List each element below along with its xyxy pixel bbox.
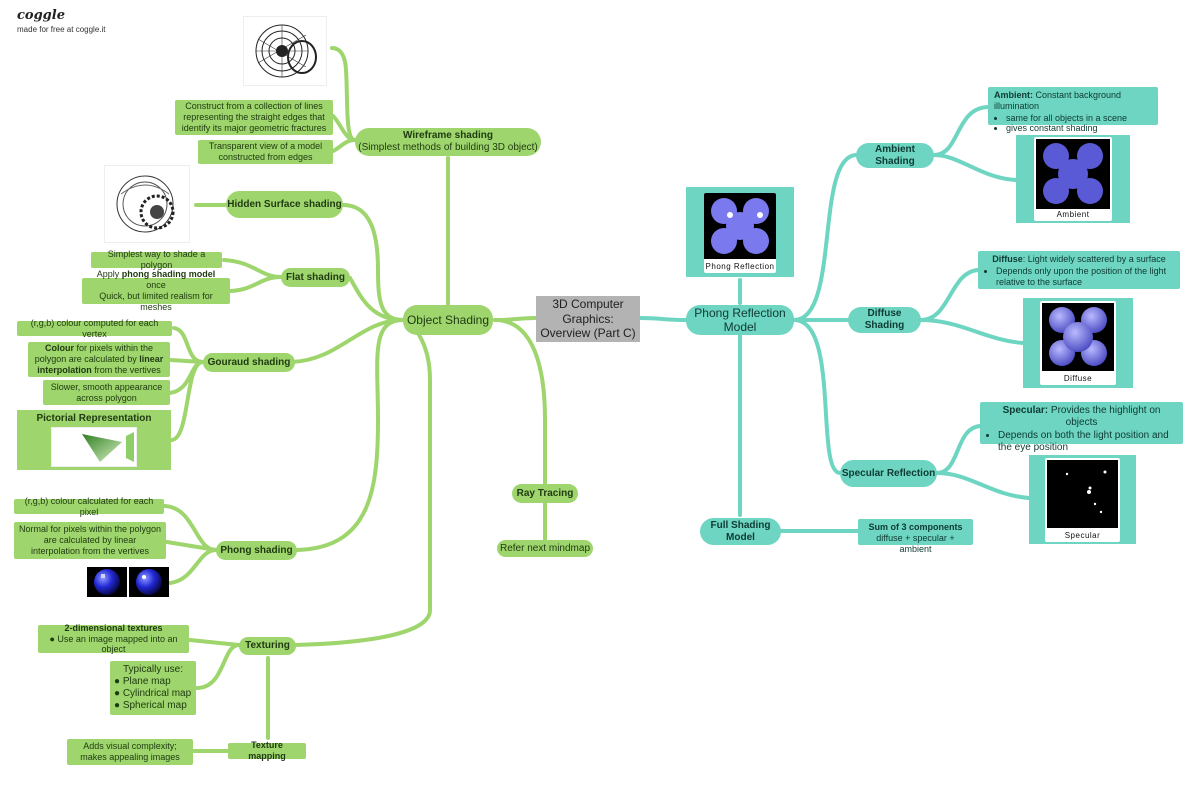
phong-reflection-image-frame: Phong Reflection <box>686 187 794 277</box>
pictorial-image <box>51 427 137 467</box>
coggle-logo[interactable]: coggle <box>17 8 65 23</box>
refer-next-node[interactable]: Refer next mindmap <box>497 540 593 557</box>
hidden-surface-image <box>104 165 190 243</box>
refer-next-label: Refer next mindmap <box>499 542 591 554</box>
ambient-caption: Ambient <box>1056 210 1090 219</box>
specular-image-frame: Specular <box>1029 455 1136 544</box>
two-d-textures-box[interactable]: 2-dimensional textures ● Use an image ma… <box>38 623 189 654</box>
specular-reflection-node[interactable]: Specular Reflection <box>840 460 937 487</box>
coggle-tagline[interactable]: made for free at coggle.it <box>17 25 106 34</box>
ray-tracing-label: Ray Tracing <box>516 487 574 499</box>
pictorial-representation-box[interactable]: Pictorial Representation <box>17 410 171 470</box>
hidden-surface-node[interactable]: Hidden Surface shading <box>226 191 343 218</box>
texture-mapping-node[interactable]: Texture mapping <box>228 740 306 761</box>
diffuse-caption: Diffuse <box>1063 374 1093 383</box>
wireframe-note-1[interactable]: Construct from a collection of lines rep… <box>175 100 333 135</box>
diffuse-blob-svg <box>1042 303 1114 371</box>
wireframe-node[interactable]: Wireframe shading (Simplest methods of b… <box>355 128 541 156</box>
full-shading-model-label: Full Shading Model <box>710 519 771 543</box>
phong-shading-label: Phong shading <box>220 544 293 556</box>
ambient-shading-node[interactable]: Ambient Shading <box>856 143 934 168</box>
ambient-description[interactable]: Ambient: Constant background illuminatio… <box>988 87 1158 133</box>
flat-shading-label: Flat shading <box>286 271 345 283</box>
ambient-image-frame: Ambient <box>1016 135 1130 223</box>
phong-reflection-model-node[interactable]: Phong Reflection Model <box>686 305 794 335</box>
ambient-shading-label: Ambient Shading <box>875 143 915 167</box>
texture-mapping-note[interactable]: Adds visual complexity; makes appealing … <box>67 739 193 765</box>
specular-reflection-label: Specular Reflection <box>841 467 936 479</box>
flat-shading-node[interactable]: Flat shading <box>281 268 350 287</box>
wireframe-note-2[interactable]: Transparent view of a model constructed … <box>198 140 333 164</box>
full-shading-model-node[interactable]: Full Shading Model <box>700 518 781 545</box>
pictorial-label: Pictorial Representation <box>36 413 152 424</box>
center-node[interactable]: 3D Computer Graphics: Overview (Part C) <box>536 296 640 342</box>
texturing-label: Texturing <box>245 640 290 651</box>
specular-item: Depends on both the light position and t… <box>998 430 1177 454</box>
phong-shading-node[interactable]: Phong shading <box>216 541 297 560</box>
sum-components-box[interactable]: Sum of 3 components diffuse + specular +… <box>858 519 973 554</box>
ray-tracing-node[interactable]: Ray Tracing <box>512 484 578 503</box>
gouraud-node[interactable]: Gouraud shading <box>203 353 295 372</box>
gouraud-note-1[interactable]: (r,g,b) colour computed for each vertex <box>17 318 172 339</box>
phong-note-2[interactable]: Normal for pixels within the polygon are… <box>14 522 166 559</box>
gouraud-note-2[interactable]: Colour for pixels within the polygon are… <box>28 342 170 377</box>
flat-note-1[interactable]: Simplest way to shade a polygon <box>91 249 222 270</box>
hidden-surface-label: Hidden Surface shading <box>227 198 342 210</box>
wireframe-subtitle: (Simplest methods of building 3D object) <box>358 142 538 153</box>
ambient-item: gives constant shading <box>1006 123 1152 134</box>
phong-reflection-model-label: Phong Reflection Model <box>694 305 786 334</box>
diffuse-item: Depends only upon the position of the li… <box>996 266 1174 288</box>
diffuse-image-frame: Diffuse <box>1023 298 1133 388</box>
typically-use-box[interactable]: Typically use: ● Plane map ● Cylindrical… <box>110 661 196 715</box>
specular-blob-svg <box>1047 460 1118 528</box>
object-shading-node[interactable]: Object Shading <box>403 305 493 335</box>
specular-description[interactable]: Specular: Provides the highlight on obje… <box>980 402 1183 453</box>
wireframe-title: Wireframe shading <box>403 130 493 141</box>
specular-caption: Specular <box>1064 531 1101 540</box>
diffuse-shading-label: Diffuse Shading <box>864 308 905 331</box>
center-label: 3D Computer Graphics: Overview (Part C) <box>540 297 636 341</box>
phong-spheres-image <box>87 567 169 604</box>
flat-note-2[interactable]: Apply phong shading model once Quick, bu… <box>82 269 230 312</box>
ambient-item: same for all objects in a scene <box>1006 113 1152 124</box>
phong-note-1[interactable]: (r,g,b) colour calculated for each pixel <box>14 496 164 517</box>
diffuse-description[interactable]: Diffuse: Light widely scattered by a sur… <box>978 251 1180 289</box>
object-shading-label: Object Shading <box>406 312 490 327</box>
ambient-blob-svg <box>1036 139 1110 209</box>
gouraud-note-3[interactable]: Slower, smooth appearance across polygon <box>43 380 170 405</box>
texturing-node[interactable]: Texturing <box>239 637 296 655</box>
phong-reflection-caption: Phong Reflection <box>705 262 775 271</box>
phong-blob-svg <box>704 193 776 259</box>
diffuse-shading-node[interactable]: Diffuse Shading <box>848 307 921 333</box>
gouraud-label: Gouraud shading <box>207 356 291 368</box>
wireframe-image <box>243 16 327 86</box>
